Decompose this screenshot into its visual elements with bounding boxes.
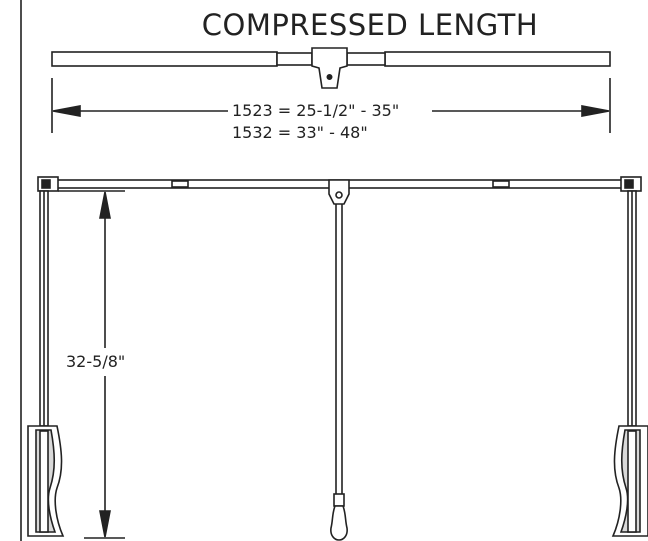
center-pull-rod <box>328 179 350 541</box>
right-arm <box>611 190 648 537</box>
arrow-right <box>581 105 610 117</box>
arrow-down <box>99 510 111 538</box>
compressed-rod-view <box>51 47 611 89</box>
dimension-label-1523: 1523 = 25-1/2" - 35" <box>232 101 400 120</box>
dimension-label-height: 32-5/8" <box>64 352 128 371</box>
arrow-left <box>52 105 81 117</box>
center-bracket <box>311 47 348 89</box>
height-dimension <box>58 190 125 539</box>
pivot-dot <box>326 74 333 81</box>
arrow-up <box>99 191 111 219</box>
width-dimension <box>51 78 611 133</box>
drawing-title: COMPRESSED LENGTH <box>201 8 539 42</box>
left-arm <box>27 190 65 537</box>
pull-handle <box>330 505 348 541</box>
dimension-label-1532: 1532 = 33" - 48" <box>232 123 368 142</box>
